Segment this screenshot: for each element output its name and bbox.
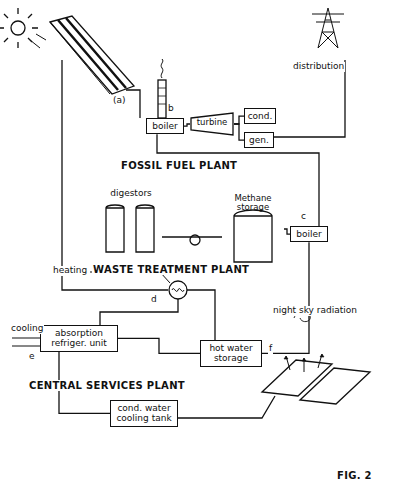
node-text: absorption refriger. unit	[43, 328, 115, 349]
pipe-connector	[118, 338, 200, 353]
plant-label: WASTE TREATMENT PLANT	[92, 264, 250, 275]
turbine-node: turbine	[190, 112, 234, 136]
pipe-connector	[162, 236, 222, 237]
node-text: boiler	[293, 229, 325, 239]
sun-symbol	[0, 8, 46, 48]
node-text: cond.	[247, 111, 273, 121]
callout-label: (a)	[112, 96, 127, 106]
callout-label: e	[28, 352, 36, 362]
node-text: turbine	[190, 112, 234, 128]
callout-label: d	[150, 295, 158, 305]
tank-node: Methane storage	[222, 194, 284, 264]
process-box: boiler	[290, 226, 328, 242]
node-text: cond. water cooling tank	[113, 403, 175, 424]
pipe	[12, 338, 40, 346]
process-box: gen.	[244, 132, 274, 148]
callout-label: heating	[52, 266, 88, 276]
callout-label: night sky radiation	[272, 306, 358, 316]
process-box: boiler	[146, 118, 184, 134]
process-box: cond.	[244, 108, 276, 124]
digestors-node: digestors	[100, 188, 162, 254]
pipe	[62, 60, 168, 290]
plant-label: CENTRAL SERVICES PLANT	[28, 380, 186, 391]
pipe-connector	[234, 116, 244, 124]
node-text: gen.	[247, 135, 271, 145]
radiator-panels	[262, 311, 370, 404]
callout-label: c	[300, 212, 307, 222]
figure-caption: FIG. 2	[336, 470, 373, 481]
node-text: boiler	[149, 121, 181, 131]
pipe-connector	[234, 124, 244, 140]
callout-label: cooling	[10, 324, 44, 334]
pipe-connector	[184, 124, 190, 126]
pipe	[126, 90, 140, 118]
pipe	[178, 396, 275, 418]
plant-label: FOSSIL FUEL PLANT	[120, 160, 238, 171]
process-box: absorption refriger. unit	[40, 325, 118, 352]
callout-label: b	[167, 104, 175, 114]
process-box: hot water storage	[200, 340, 262, 367]
process-box: cond. water cooling tank	[110, 400, 178, 427]
transmission-tower	[270, 8, 345, 137]
node-text: Methane storage	[222, 194, 284, 211]
node-text: hot water storage	[203, 343, 259, 364]
callout-label: f	[268, 344, 273, 354]
callout-label: distribution	[292, 62, 345, 72]
node-text: digestors	[100, 188, 162, 198]
chimney	[158, 59, 166, 118]
